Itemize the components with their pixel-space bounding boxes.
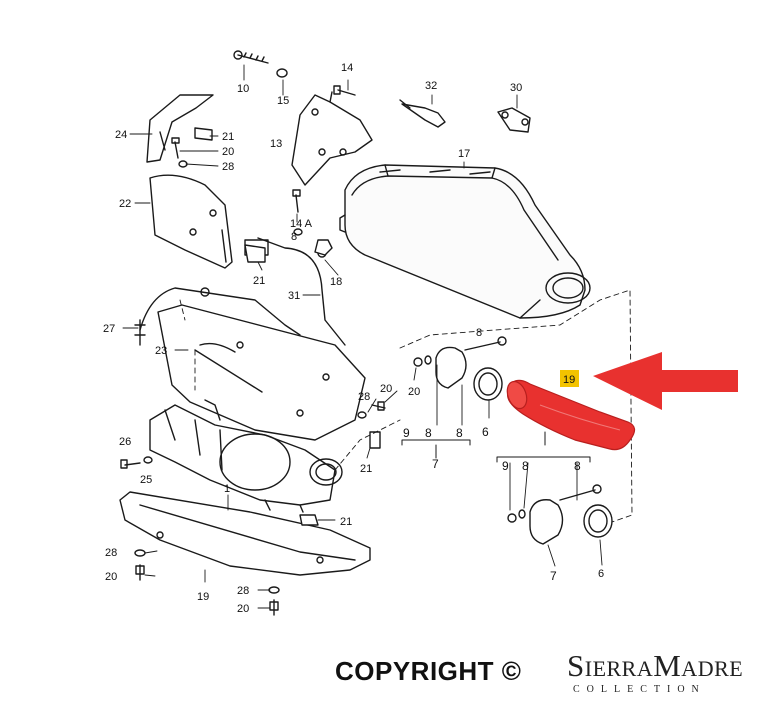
label-7-group-upper: 7 [432,457,439,471]
label-22-c: 21 [360,463,372,475]
label-22-a: 21 [222,131,234,143]
part-clip-22-bottom [299,514,319,526]
part-washer-26 [143,456,153,464]
label-29-c: 28 [105,547,117,559]
part-heat-shield-23 [157,304,366,441]
part-washer-9 [293,228,303,236]
part-bolt-14 [333,85,356,96]
part-washer-15 [276,68,288,78]
label-17: 17 [458,148,470,160]
part-bolt-21-bottom-b [269,599,279,616]
part-bolt-27 [120,459,141,469]
label-29-a: 28 [222,161,234,173]
part-bolt-21-mid [371,401,386,411]
label-10-a: 9 [403,426,410,440]
group-bracket-upper [401,439,471,459]
label-15: 15 [277,95,289,107]
part-small-22-top [194,127,213,141]
label-6-a: 6 [482,425,489,439]
label-28: 27 [103,323,115,335]
part-washer-29-mid [357,411,367,419]
label-30: 30 [510,82,522,94]
label-22-b: 21 [253,275,265,287]
label-21-d: 20 [105,571,117,583]
label-9-b: 8 [425,426,432,440]
label-8-c: 8 [574,459,581,473]
part-nut-18 [314,239,333,256]
label-21-c: 20 [380,383,392,395]
brand-subtitle: COLLECTION [573,684,706,695]
label-29-d: 28 [237,585,249,597]
label-31: 31 [288,290,300,302]
label-10-b: 9 [502,459,509,473]
brand-logo: SierraMadre [567,648,744,683]
part-19-tag [560,370,579,387]
label-7-group-lower: 7 [550,569,557,583]
label-27: 26 [119,436,131,448]
label-29-b: 28 [358,391,370,403]
label-23: 23 [155,345,167,357]
label-21-b: 20 [408,386,420,398]
label-24: 22 [119,198,131,210]
label-9-c: 8 [522,459,529,473]
label-6-b: 6 [598,568,604,580]
label-20: 19 [197,591,209,603]
label-32: 32 [425,80,437,92]
group-bracket-lower [496,431,591,463]
dashed-connection-lines [179,289,633,523]
part-bolt-21-top [171,137,180,159]
label-14a: 14 A [290,218,313,230]
part-cover-24 [149,174,233,269]
part-heat-shield-bracket [291,91,373,186]
part-bracket-25 [146,94,214,163]
part-muffler [339,164,591,319]
label-21-a: 20 [222,146,234,158]
part-nut-30 [497,107,531,133]
part-oxygen-sensor-wires [134,237,346,346]
label-22-d: 21 [340,516,352,528]
label-21-e: 20 [237,603,249,615]
label-8-b: 8 [456,426,463,440]
highlight-arrow [593,352,738,410]
label-19: 19 [563,374,575,386]
part-bolt-21-bottom-a [135,564,145,581]
part-bolt-16 [233,50,269,64]
label-13: 13 [270,138,282,150]
copyright-text: COPYRIGHT © [335,656,522,686]
label-16: 10 [237,83,249,95]
part-bolt-14a [292,189,301,213]
footer: COPYRIGHT © SierraMadre COLLECTION [335,648,760,698]
label-18: 18 [330,276,342,288]
part-labels: 10 15 14 32 30 17 13 24 21 20 28 22 14 A… [103,62,604,615]
label-14: 14 [341,62,353,74]
label-8-a: 8 [476,327,482,339]
leader-lines [122,64,603,609]
label-1: 1 [224,483,230,495]
part-clamp-set-upper [413,336,507,401]
part-catalytic-converter [149,399,343,513]
label-9-a: 8 [291,231,297,243]
part-clip-22-mid [244,244,266,263]
label-25: 24 [115,129,127,141]
part-skid-plate [119,491,371,576]
part-clamp-set-lower [507,484,613,545]
part-19-highlighted [506,379,636,451]
part-sensor-32 [399,99,446,128]
label-26: 25 [140,474,152,486]
